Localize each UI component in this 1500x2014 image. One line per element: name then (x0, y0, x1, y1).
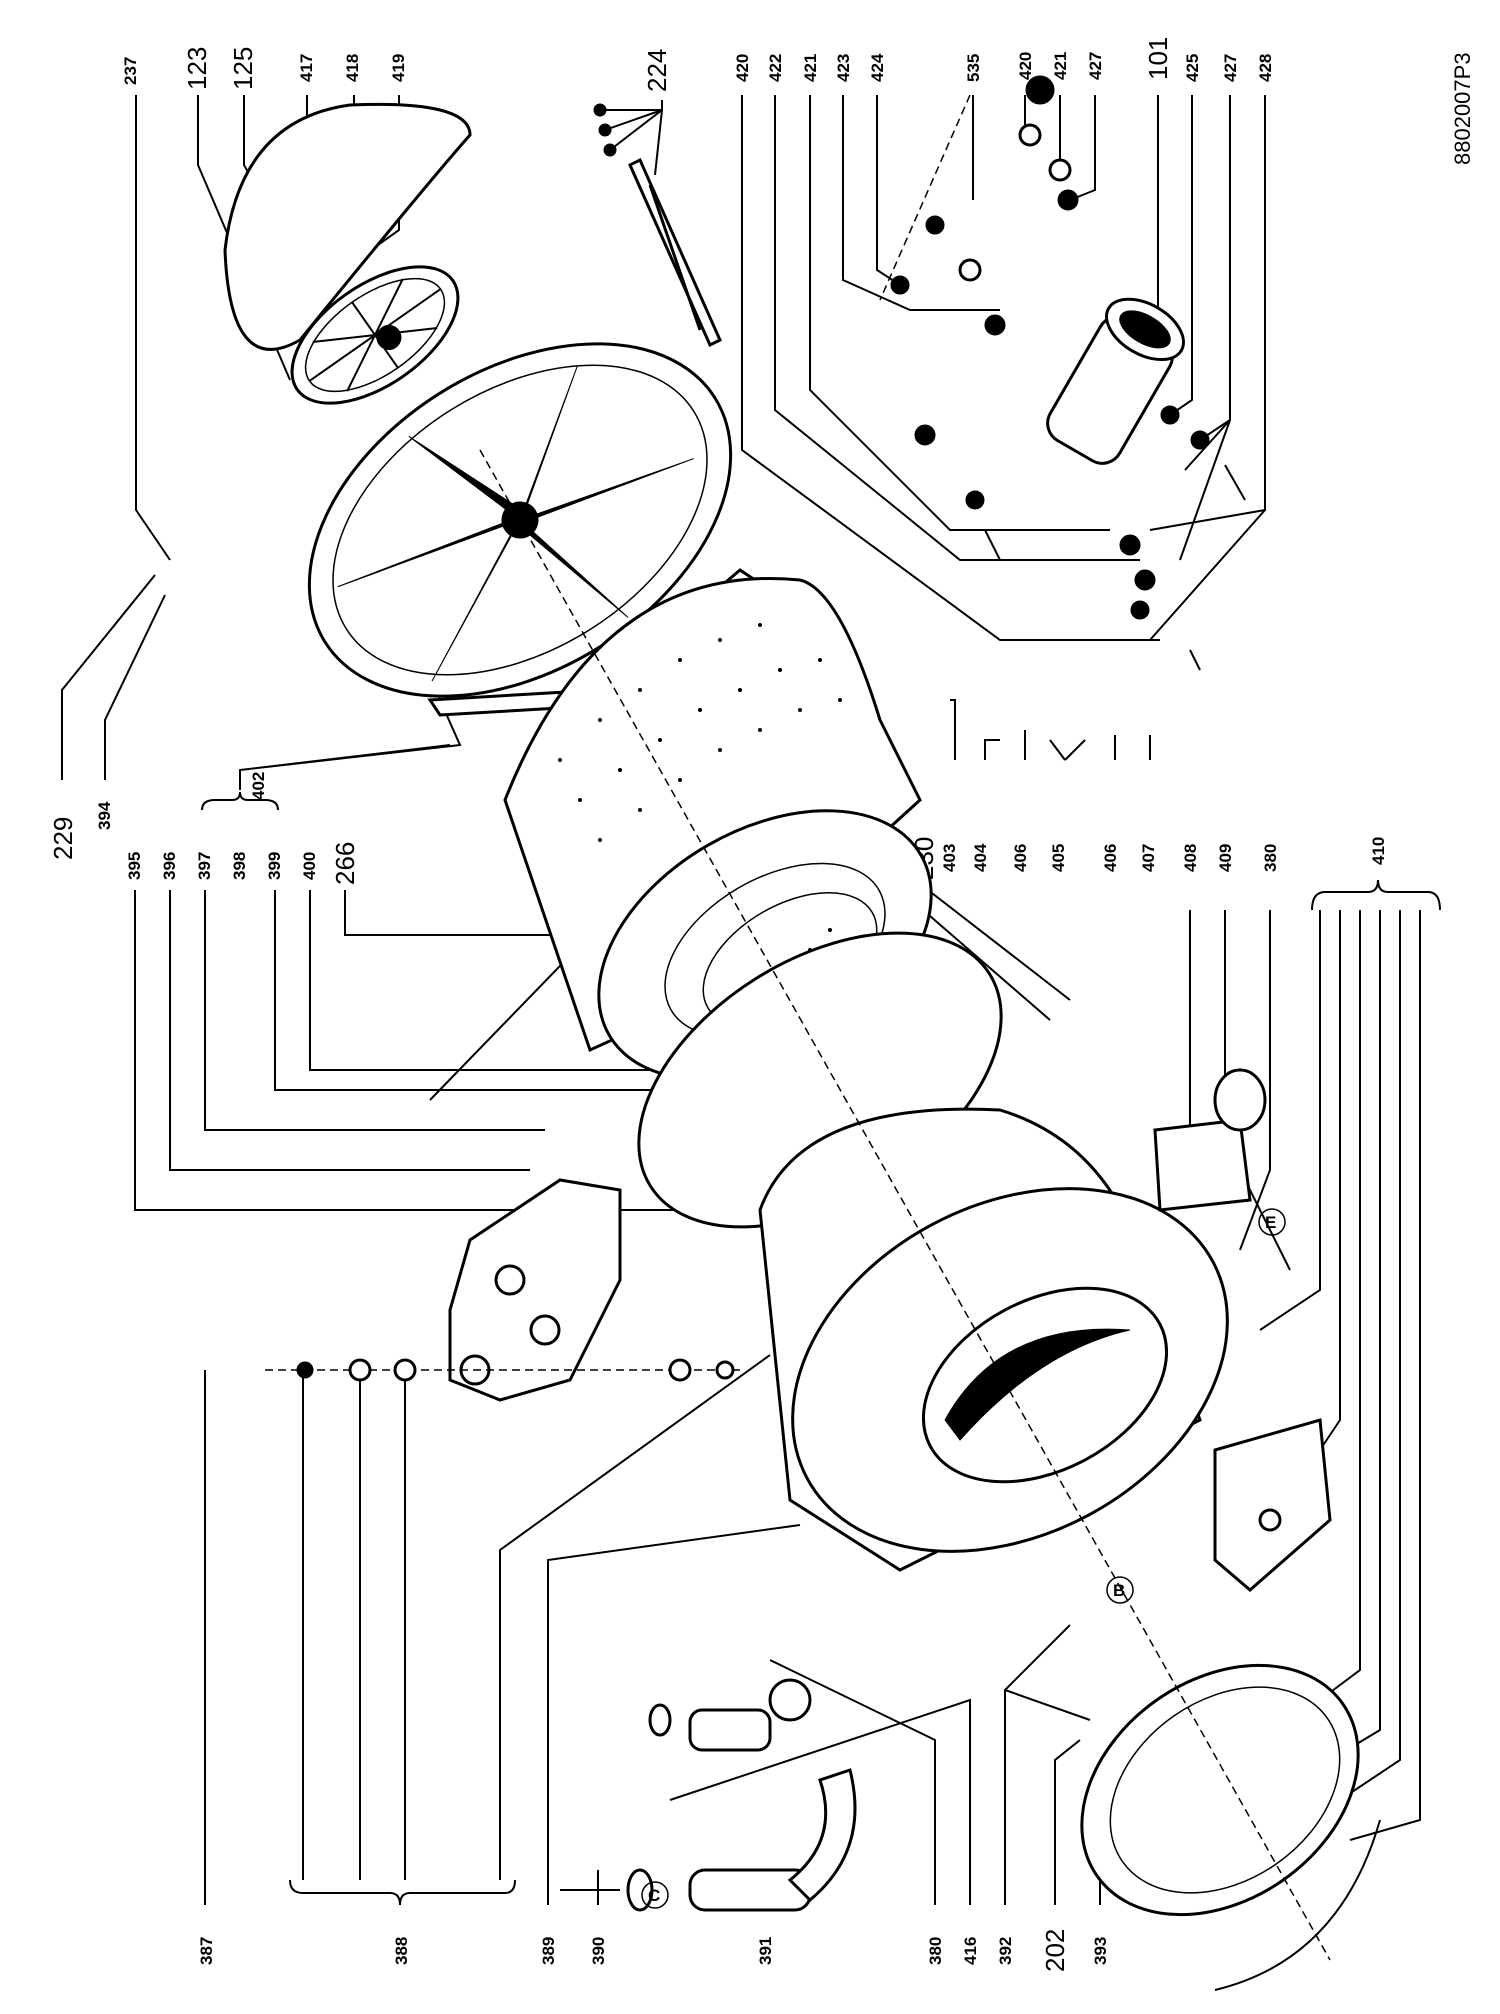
drawing-code: 8802007P3 (1450, 52, 1475, 165)
part-label: 229 (48, 817, 78, 860)
part-label: 427 (1221, 54, 1240, 82)
drain-pump (1153, 1068, 1332, 1592)
braces (201, 791, 1441, 1906)
part-label: 425 (1183, 54, 1202, 82)
callout-markers: B C E (641, 1208, 1286, 1909)
part-label: 418 (343, 54, 362, 82)
top-labels: 237 123 125 417 418 419 224 420 422 421 … (121, 37, 1275, 92)
part-label: 410 (1369, 837, 1388, 865)
part-label: 101 (1143, 37, 1173, 80)
part-label: 388 (392, 1937, 411, 1965)
part-label: 399 (265, 852, 284, 880)
part-label: 535 (964, 54, 983, 82)
shock-absorber (593, 103, 722, 348)
middle-left-labels: 229 394 402 395 396 397 398 399 400 266 (48, 772, 360, 885)
callout-c: C (648, 1886, 660, 1905)
callout-b: B (1113, 1581, 1125, 1600)
part-label: 420 (733, 54, 752, 82)
part-label: 416 (961, 1937, 980, 1965)
part-label: 390 (589, 1937, 608, 1965)
part-label: 409 (1216, 844, 1235, 872)
part-label: 389 (539, 1937, 558, 1965)
part-label: 224 (642, 49, 672, 92)
assembly-axis (479, 449, 1331, 1961)
part-label: 395 (125, 852, 144, 880)
part-label: 396 (160, 852, 179, 880)
part-label: 393 (1091, 1937, 1110, 1965)
part-label: 422 (766, 54, 785, 82)
drive-belt (223, 102, 472, 351)
part-label: 387 (197, 1937, 216, 1965)
part-label: 380 (1261, 844, 1280, 872)
part-label: 402 (249, 772, 268, 800)
part-label: 408 (1181, 844, 1200, 872)
part-label: 417 (297, 54, 316, 82)
part-label: 380 (926, 1937, 945, 1965)
motor (1046, 297, 1185, 465)
part-label: 266 (330, 842, 360, 885)
part-label: 403 (940, 844, 959, 872)
bottom-labels: 387 388 389 390 391 380 416 392 202 393 (197, 1929, 1110, 1972)
part-label: 424 (868, 53, 887, 82)
part-label: 123 (182, 47, 212, 90)
counterweight (448, 1178, 622, 1402)
part-label: 391 (756, 1937, 775, 1965)
part-label: 392 (996, 1937, 1015, 1965)
part-label: 419 (389, 54, 408, 82)
part-label: 405 (1049, 844, 1068, 872)
middle-leader-lines (61, 559, 1421, 1841)
part-label: 397 (195, 852, 214, 880)
part-label: 406 (1011, 844, 1030, 872)
part-label: 420 (1016, 52, 1035, 80)
counterweight-fasteners (265, 1358, 740, 1382)
part-label: 406 (1101, 844, 1120, 872)
drum-pulley (290, 265, 460, 405)
part-label: 421 (801, 54, 820, 82)
part-label: 394 (95, 801, 114, 830)
part-label: 398 (230, 852, 249, 880)
callout-e: E (1265, 1213, 1276, 1232)
part-label: 400 (300, 852, 319, 880)
part-label: 237 (121, 57, 140, 85)
part-label: 421 (1051, 52, 1070, 80)
hose-416 (648, 1678, 812, 1752)
part-label: 404 (971, 843, 990, 872)
fasteners (890, 75, 1246, 671)
part-label: 202 (1040, 1929, 1070, 1972)
part-label: 427 (1086, 52, 1105, 80)
part-label: 428 (1256, 54, 1275, 82)
part-label: 407 (1139, 844, 1158, 872)
part-label: 125 (228, 47, 258, 90)
middle-right-labels: 431 230 403 404 406 405 406 407 408 409 … (890, 837, 1388, 880)
part-label: 423 (834, 54, 853, 82)
door-seal (1080, 1663, 1381, 1991)
hose-391 (560, 1768, 857, 1912)
